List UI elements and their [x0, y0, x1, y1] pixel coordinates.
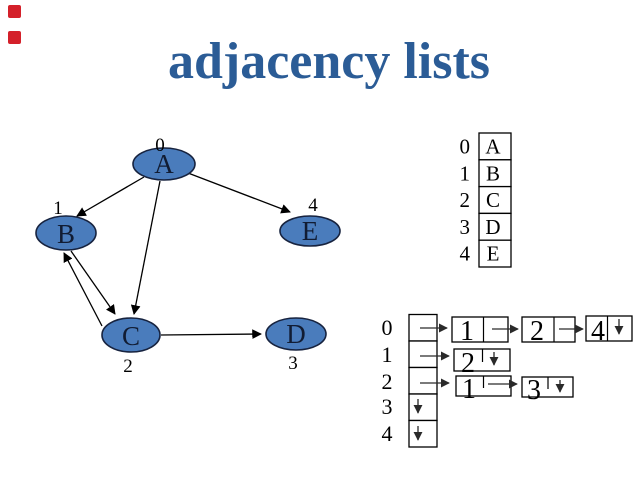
head-cell [408, 340, 438, 369]
list-node-value: 1 [460, 316, 474, 347]
node-d-label: D [286, 319, 306, 349]
vertex-table: 0 1 2 3 4 A B C D E [460, 132, 512, 268]
graph-node-c: C 2 [101, 317, 161, 377]
node-e-shape [279, 215, 341, 247]
edge-a-e [187, 172, 291, 214]
edge-a-c [130, 180, 161, 315]
red-marker-bottom [8, 31, 21, 44]
edge-c-d [160, 329, 262, 339]
vertex-letter: A [485, 135, 501, 159]
vertex-letter: B [486, 161, 500, 185]
list-node [585, 315, 633, 342]
node-a-shape [132, 147, 196, 181]
head-cell [408, 419, 438, 448]
vertex-cell [478, 239, 512, 268]
graph-node-b: B 1 [35, 198, 97, 251]
head-cell [408, 393, 438, 422]
red-marker-top [8, 5, 21, 18]
graph-node-a: A 0 [132, 135, 196, 181]
vertex-cell [478, 212, 512, 241]
vertex-cell [478, 132, 512, 161]
vertex-letter: E [487, 242, 500, 266]
node-d-shape [265, 317, 327, 351]
node-e-index: 4 [308, 195, 318, 216]
vertex-letter: C [486, 188, 500, 212]
node-c-label: C [122, 321, 140, 351]
node-c-index: 2 [123, 356, 133, 377]
graph: A 0 B 1 C 2 D 3 E 4 [35, 135, 341, 377]
vertex-index: 0 [460, 135, 471, 159]
list-row-0: 1 2 4 [420, 315, 633, 347]
node-a-index: 0 [155, 135, 165, 156]
list-row-1: 2 [420, 348, 511, 379]
node-b-label: B [57, 219, 75, 249]
node-a-label: A [154, 149, 174, 179]
vertex-cell [478, 185, 512, 215]
list-node-value: 2 [530, 316, 544, 347]
edge-c-b [63, 252, 103, 327]
list-row-2: 1 3 [420, 374, 574, 406]
vertex-cell [478, 159, 512, 188]
graph-node-e: E 4 [279, 195, 341, 247]
list-node-value: 2 [461, 348, 475, 379]
vertex-index: 3 [460, 215, 471, 239]
list-index: 0 [382, 315, 393, 340]
list-index: 1 [382, 342, 393, 367]
graph-node-d: D 3 [265, 317, 327, 374]
node-d-index: 3 [288, 353, 298, 374]
list-node-value: 3 [527, 375, 541, 406]
slide-title: adjacency lists [167, 33, 491, 90]
node-e-label: E [302, 216, 319, 246]
vertex-index: 1 [460, 161, 471, 185]
node-b-shape [35, 215, 97, 251]
vertex-index: 2 [460, 188, 471, 212]
list-node-value: 4 [591, 316, 605, 347]
adjacency-list: 0 1 2 3 4 1 2 4 [382, 313, 633, 448]
node-b-index: 1 [53, 198, 63, 219]
list-index: 4 [382, 421, 393, 446]
vertex-letter: D [485, 215, 500, 239]
list-node-value: 1 [462, 374, 476, 405]
list-index: 3 [382, 394, 393, 419]
list-index: 2 [382, 369, 393, 394]
vertex-index: 4 [460, 242, 471, 266]
head-cell [408, 366, 438, 395]
edge-b-c [70, 250, 116, 315]
node-c-shape [101, 317, 161, 353]
edge-a-b [76, 176, 145, 217]
